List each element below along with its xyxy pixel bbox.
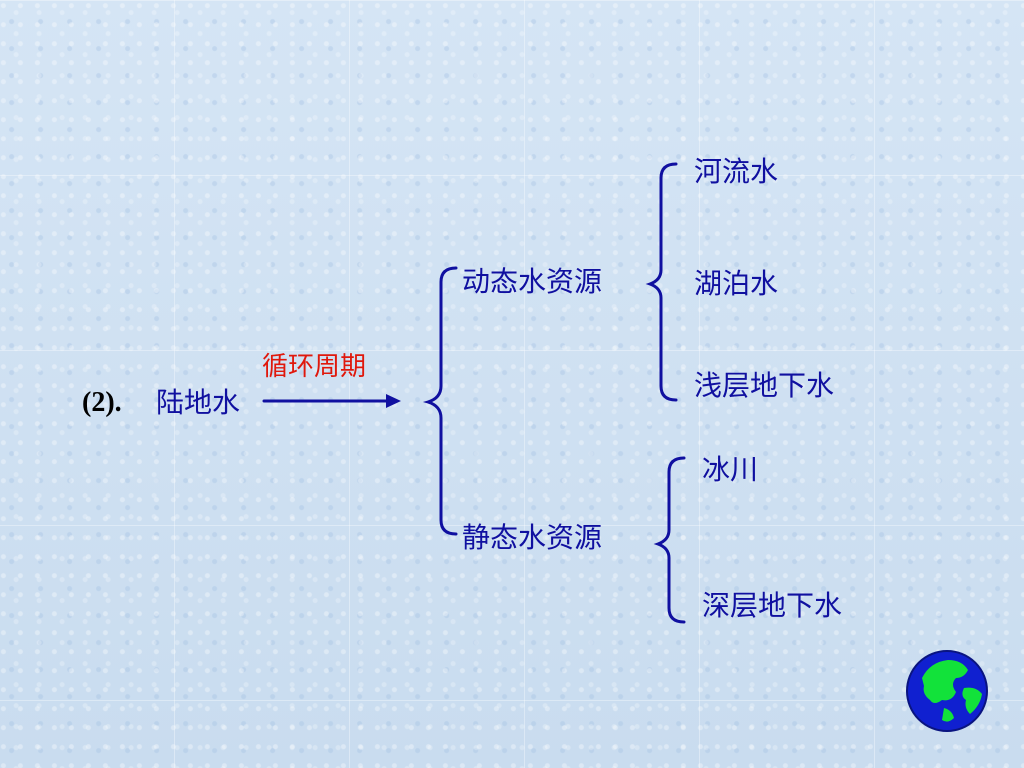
brace-dynamic [645,162,678,402]
leaf-shallow-groundwater: 浅层地下水 [694,369,835,402]
item-number: (2). [82,387,122,418]
connector-arrowhead [386,394,401,408]
leaf-glacier: 冰川 [702,453,759,486]
leaf-river-water: 河流水 [694,155,779,188]
root-node-land-water: 陆地水 [156,386,241,419]
arrow-label-cycle-period: 循环周期 [262,352,367,382]
brace-static [653,456,686,624]
branch-dynamic-water: 动态水资源 [462,265,603,298]
globe-icon [906,650,988,732]
brace-main [422,266,458,536]
leaf-deep-groundwater: 深层地下水 [702,589,843,622]
leaf-lake-water: 湖泊水 [694,267,779,300]
branch-static-water: 静态水资源 [462,521,603,554]
